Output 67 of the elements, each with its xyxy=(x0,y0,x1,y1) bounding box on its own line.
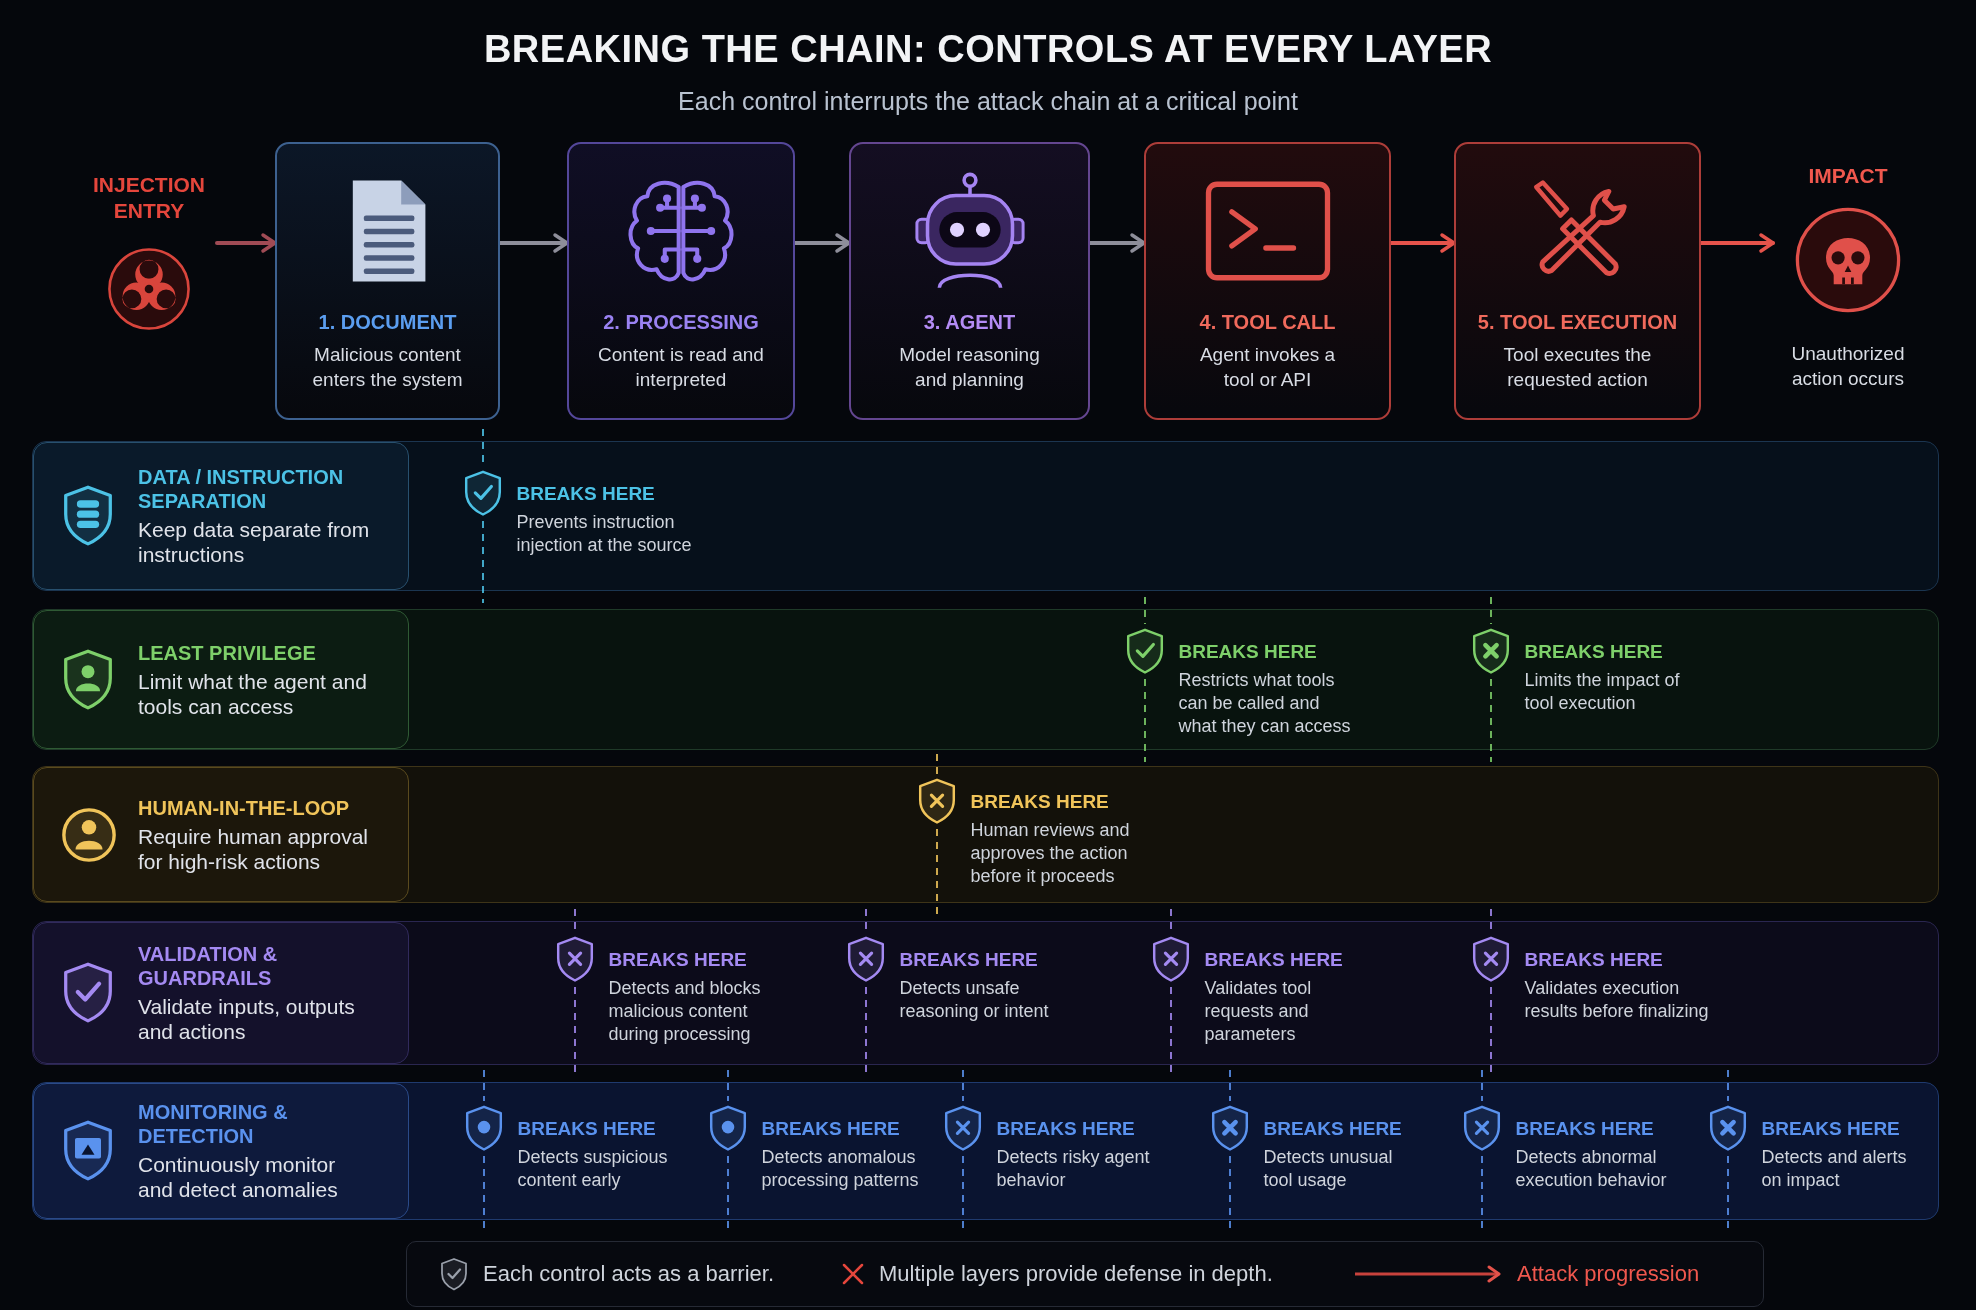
arrow xyxy=(1088,233,1146,253)
marker-description: Detects abnormal execution behavior xyxy=(1515,1145,1668,1192)
stage-box xyxy=(849,142,1090,420)
marker-description: Validates execution results before finalizing xyxy=(1524,976,1710,1023)
marker-description: Detects risky agent behavior xyxy=(996,1145,1151,1192)
control-title: HUMAN-IN-THE-LOOP xyxy=(138,795,351,820)
stage-title: 4. TOOL CALL xyxy=(1199,310,1336,334)
control-description: Validate inputs, outputs and actions xyxy=(138,994,356,1044)
arrow xyxy=(498,233,569,253)
stage-box xyxy=(1144,142,1391,420)
arrow xyxy=(215,233,277,253)
control-title: DATA / INSTRUCTION SEPARATION xyxy=(138,465,345,513)
marker-title: BREAKS HERE xyxy=(761,1116,900,1140)
marker-title: BREAKS HERE xyxy=(1524,639,1663,663)
marker-description: Limits the impact of tool execution xyxy=(1524,668,1681,715)
stage-box xyxy=(567,142,795,420)
stage-title: 5. TOOL EXECUTION xyxy=(1477,310,1678,334)
arrow xyxy=(793,233,851,253)
control-title: VALIDATION & GUARDRAILS xyxy=(138,942,279,990)
stage-description: Tool executes the requested action xyxy=(1502,343,1653,392)
marker-description: Prevents instruction injection at the source xyxy=(516,510,693,557)
marker-title: BREAKS HERE xyxy=(1178,639,1317,663)
stage-description: Content is read and interpreted xyxy=(597,343,765,392)
marker-description: Validates tool requests and parameters xyxy=(1204,976,1313,1046)
control-description: Keep data separate from instructions xyxy=(138,517,371,567)
marker-title: BREAKS HERE xyxy=(1515,1116,1654,1140)
endpoint-title: IMPACT xyxy=(1808,163,1888,189)
marker-title: BREAKS HERE xyxy=(517,1116,656,1140)
marker-description: Detects unsafe reasoning or intent xyxy=(899,976,1050,1023)
legend-text: Each control acts as a barrier. xyxy=(483,1261,775,1287)
stage-description: Model reasoning and planning xyxy=(898,343,1041,392)
legend-text: Multiple layers provide defense in depth. xyxy=(879,1261,1273,1287)
marker-title: BREAKS HERE xyxy=(1263,1116,1402,1140)
stage-description: Malicious content enters the system xyxy=(311,343,464,392)
stage-description: Agent invokes a tool or API xyxy=(1198,343,1337,392)
subtitle: Each control interrupts the attack chain at a critical point xyxy=(678,86,1298,117)
marker-description: Detects suspicious content early xyxy=(517,1145,669,1192)
endpoint-description: Unauthorized action occurs xyxy=(1790,342,1906,391)
marker-title: BREAKS HERE xyxy=(1761,1116,1900,1140)
endpoint-title: INJECTION ENTRY xyxy=(92,172,206,224)
marker-title: BREAKS HERE xyxy=(970,789,1109,813)
marker-description: Detects and alerts on impact xyxy=(1761,1145,1908,1192)
marker-description: Human reviews and approves the action before it proceeds xyxy=(970,818,1131,888)
stage-title: 1. DOCUMENT xyxy=(318,310,457,334)
marker-description: Detects anomalous processing patterns xyxy=(761,1145,920,1192)
title: BREAKING THE CHAIN: CONTROLS AT EVERY LAYER xyxy=(483,27,1493,72)
marker-description: Detects unusual tool usage xyxy=(1263,1145,1394,1192)
control-description: Continuously monitor and detect anomalies xyxy=(138,1152,339,1202)
marker-title: BREAKS HERE xyxy=(996,1116,1135,1140)
legend-text: Attack progression xyxy=(1517,1261,1700,1287)
marker-title: BREAKS HERE xyxy=(899,947,1038,971)
stage-title: 3. AGENT xyxy=(923,310,1016,334)
control-title: LEAST PRIVILEGE xyxy=(138,640,317,665)
control-title: MONITORING & DETECTION xyxy=(138,1100,289,1148)
arrow xyxy=(1699,233,1775,253)
marker-title: BREAKS HERE xyxy=(1524,947,1663,971)
stage-box xyxy=(1454,142,1701,420)
stage-title: 2. PROCESSING xyxy=(603,310,759,334)
marker-title: BREAKS HERE xyxy=(608,947,747,971)
marker-description: Detects and blocks malicious content during processing xyxy=(608,976,762,1046)
marker-title: BREAKS HERE xyxy=(1204,947,1343,971)
control-description: Require human approval for high-risk actions xyxy=(138,823,369,874)
marker-title: BREAKS HERE xyxy=(516,481,655,505)
stage-box xyxy=(275,142,500,420)
control-description: Limit what the agent and tools can access xyxy=(138,668,368,719)
arrow xyxy=(1389,233,1456,253)
marker-description: Restricts what tools can be called and what they can access xyxy=(1178,668,1352,738)
